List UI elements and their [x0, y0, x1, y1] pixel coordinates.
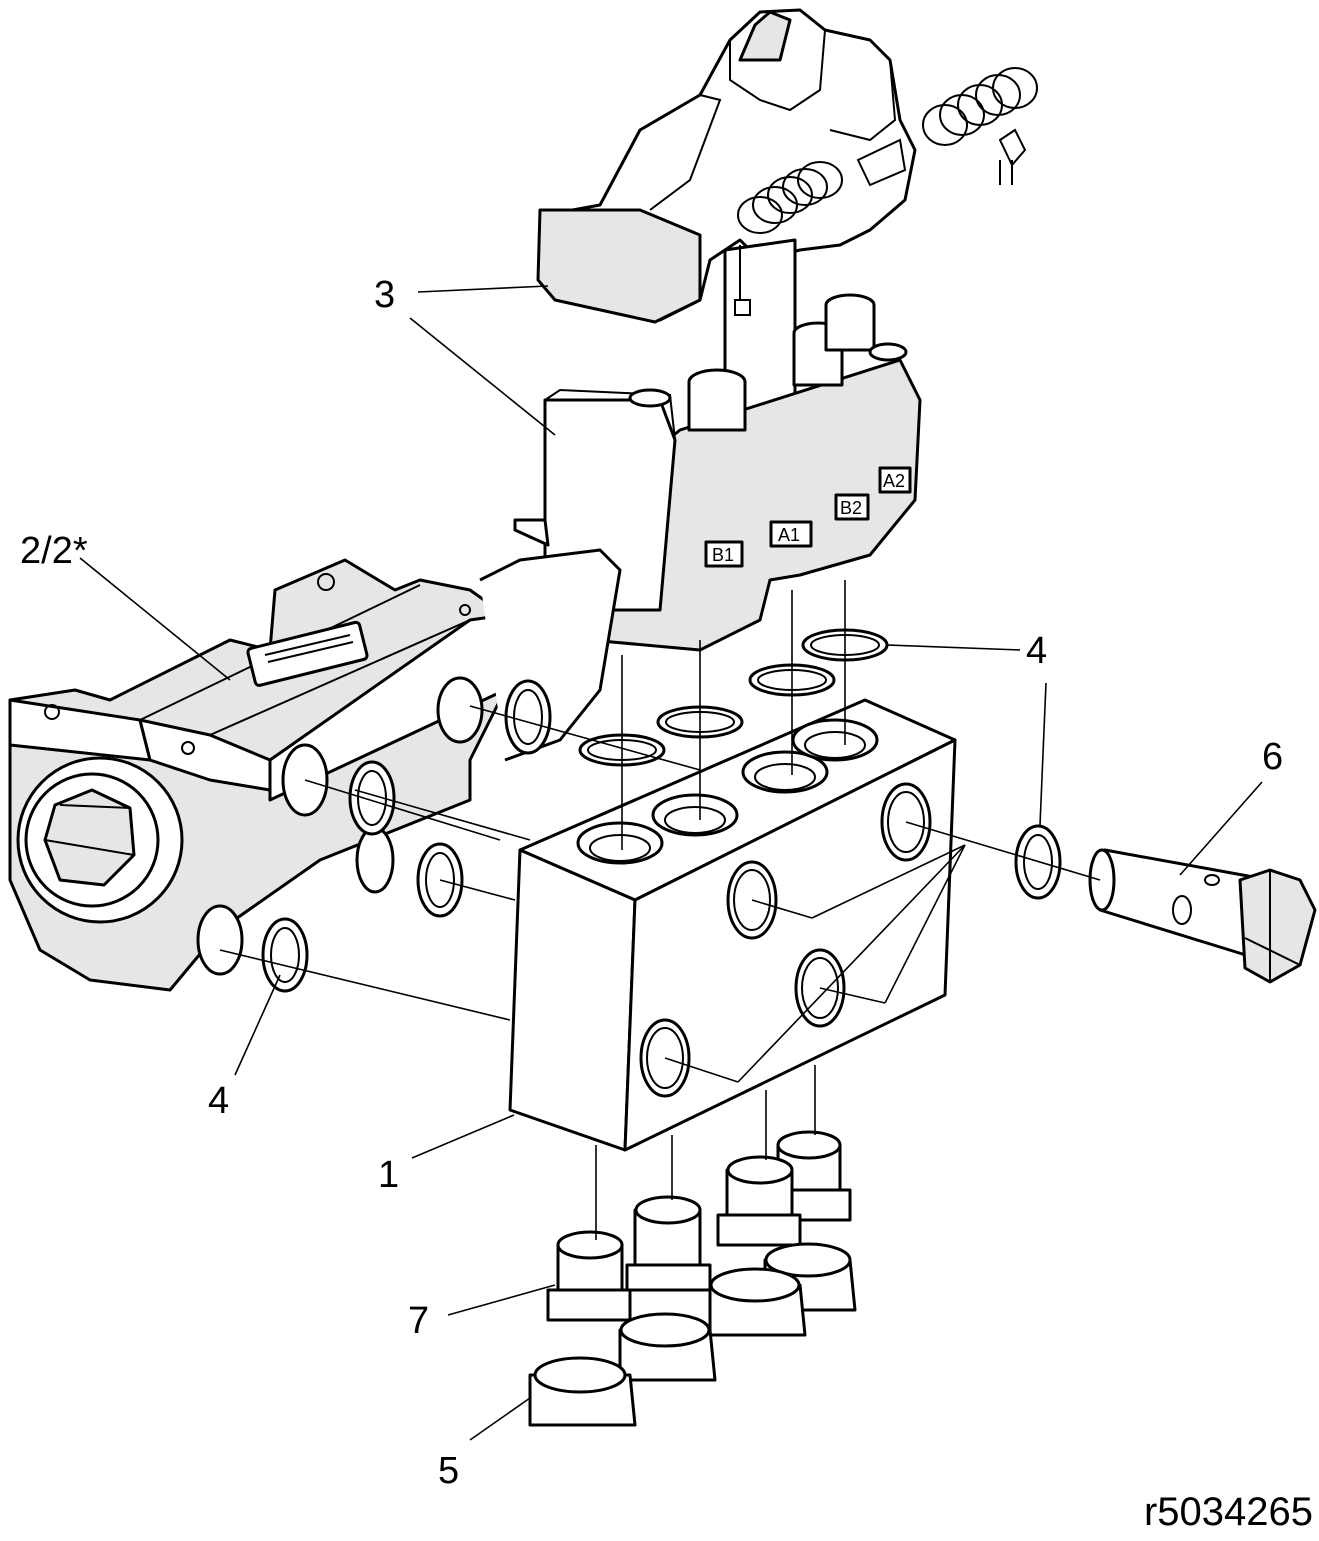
- callout-3: 3: [374, 274, 396, 316]
- port-spigots: [628, 293, 908, 432]
- callout-6: 6: [1262, 736, 1284, 778]
- port-label-b2: B2: [840, 498, 862, 518]
- callout-1: 1: [378, 1154, 400, 1196]
- port-label-b1: B1: [712, 545, 734, 565]
- port-label-a2: A2: [883, 471, 905, 491]
- callout-2: 2/2*: [20, 530, 88, 572]
- callout-5: 5: [438, 1450, 460, 1492]
- callout-4-right: 4: [1026, 630, 1048, 672]
- manifold-block: [508, 698, 957, 1152]
- port-label-group: B1 A1 B2 A2: [704, 466, 912, 568]
- callout-4-left: 4: [208, 1080, 230, 1122]
- spring-left: [737, 161, 843, 234]
- assembly-axis-lines: [219, 580, 1101, 1240]
- reference-number: r5034265: [1143, 1490, 1313, 1534]
- pump-unit: [8, 548, 622, 992]
- callout-leaders: [79, 285, 1263, 1441]
- banjo-bolt: [1088, 848, 1317, 984]
- port-label-a1: A1: [778, 525, 800, 545]
- callout-7: 7: [408, 1300, 430, 1342]
- plugs-and-caps: [528, 1130, 857, 1427]
- solenoid-valve-assembly: B1 A1 B2 A2: [513, 8, 1038, 652]
- spring-right: [922, 67, 1038, 146]
